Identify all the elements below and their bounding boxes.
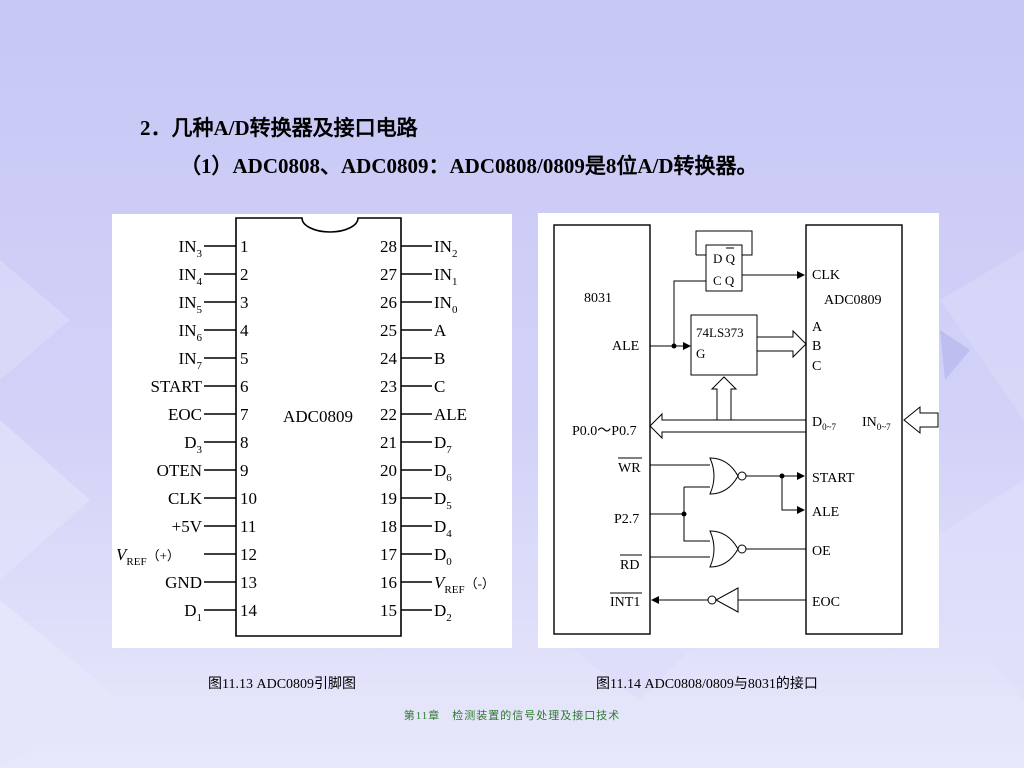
ale-label: ALE <box>612 339 639 354</box>
bus-label: P0.0～P0.7 <box>572 424 637 439</box>
left-pin-name: IN7 <box>179 349 203 372</box>
right-pin-name: C <box>434 377 445 396</box>
a-label: A <box>812 320 823 335</box>
right-pin-number: 28 <box>380 237 397 256</box>
section-heading: 2．几种A/D转换器及接口电路 <box>140 116 418 140</box>
right-pin-name: D2 <box>434 601 452 624</box>
eoc-label: EOC <box>812 595 840 610</box>
right-pin-number: 20 <box>380 461 397 480</box>
left-pin-name: START <box>151 377 203 396</box>
right-pin-name: B <box>434 349 445 368</box>
figure-11-14-caption: 图11.14 ADC0808/0809与8031的接口 <box>596 677 818 692</box>
left-pin-number: 10 <box>240 489 257 508</box>
adc-label: ADC0809 <box>824 293 882 308</box>
d07-label: D0~7 <box>812 415 836 432</box>
right-pin-name: ALE <box>434 405 467 424</box>
left-pin-name: EOC <box>168 405 202 424</box>
right-pin-name: D5 <box>434 489 452 512</box>
left-pin-name: D3 <box>184 433 202 456</box>
latch-label: 74LS373 <box>696 325 744 340</box>
nor-gate-2 <box>709 530 739 568</box>
clk-label: CLK <box>812 268 840 283</box>
latch-74ls373-box <box>690 314 758 376</box>
figure-11-13-caption: 图11.13 ADC0809引脚图 <box>208 677 357 692</box>
left-pin-name: VREF（+） <box>116 545 180 568</box>
left-pin-number: 3 <box>240 293 249 312</box>
right-pin-number: 25 <box>380 321 397 340</box>
right-pin-number: 23 <box>380 377 397 396</box>
left-pin-name: D1 <box>184 601 202 624</box>
flip-flop-box <box>705 244 743 292</box>
left-pin-number: 11 <box>240 517 256 536</box>
left-pin-number: 1 <box>240 237 249 256</box>
inverter <box>714 587 739 613</box>
right-pin-number: 18 <box>380 517 397 536</box>
right-pin-number: 19 <box>380 489 397 508</box>
left-pin-name: GND <box>165 573 202 592</box>
in07-label: IN0~7 <box>862 415 891 432</box>
right-pin-name: D4 <box>434 517 452 540</box>
left-pin-number: 6 <box>240 377 249 396</box>
adc-8031-interface-figure: 8031 ALE P0.0～P0.7 WR P2.7 RD INT1 CLK A… <box>538 213 939 648</box>
right-pin-name: IN0 <box>434 293 458 316</box>
ale2-label: ALE <box>812 505 839 520</box>
wr-label: WR <box>618 461 641 476</box>
left-pin-name: IN5 <box>179 293 203 316</box>
b-label: B <box>812 339 821 354</box>
right-pin-name: D0 <box>434 545 452 568</box>
left-pin-name: OTEN <box>157 461 202 480</box>
left-pin-number: 5 <box>240 349 249 368</box>
right-pin-name: D6 <box>434 461 452 484</box>
mcu-8031-box <box>553 224 651 635</box>
chip-body <box>235 217 402 637</box>
right-pin-number: 15 <box>380 601 397 620</box>
left-pin-number: 4 <box>240 321 249 340</box>
left-pin-number: 9 <box>240 461 249 480</box>
left-pin-number: 8 <box>240 433 249 452</box>
c-label: C <box>812 359 821 374</box>
interface-diagram: 8031 ALE P0.0～P0.7 WR P2.7 RD INT1 CLK A… <box>553 224 939 635</box>
start-label: START <box>812 471 855 486</box>
right-pin-name: IN2 <box>434 237 457 260</box>
left-pin-name: IN3 <box>179 237 203 260</box>
chapter-footer: 第11章 检测装置的信号处理及接口技术 <box>403 710 621 722</box>
right-pin-number: 27 <box>380 265 398 284</box>
left-pin-name: +5V <box>172 517 203 536</box>
right-pin-number: 22 <box>380 405 397 424</box>
latch-g-label: G <box>696 346 705 361</box>
int1-label: INT1 <box>610 595 640 610</box>
right-pin-name: VREF（-） <box>434 573 495 596</box>
ff-dq-label: D Q <box>713 251 736 266</box>
right-pin-number: 16 <box>380 573 397 592</box>
ff-cq-label: C Q <box>713 273 735 288</box>
left-pin-number: 12 <box>240 545 257 564</box>
pinout-diagram: ADC0809 1IN32IN43IN54IN65IN76START7EOC8D… <box>116 217 495 637</box>
right-pin-number: 17 <box>380 545 398 564</box>
right-pin-name: IN1 <box>434 265 457 288</box>
mcu-label: 8031 <box>584 291 612 306</box>
left-pin-number: 2 <box>240 265 249 284</box>
left-pin-name: IN4 <box>179 265 203 288</box>
right-pin-number: 26 <box>380 293 397 312</box>
section-subheading: （1）ADC0808、ADC0809：ADC0808/0809是8位A/D转换器… <box>180 154 758 178</box>
right-pin-name: A <box>434 321 447 340</box>
p27-label: P2.7 <box>614 512 639 527</box>
nor-gate-1 <box>709 457 739 495</box>
left-pin-number: 13 <box>240 573 257 592</box>
left-pin-number: 14 <box>240 601 258 620</box>
left-pin-number: 7 <box>240 405 249 424</box>
chip-label: ADC0809 <box>283 407 353 426</box>
right-pin-number: 21 <box>380 433 397 452</box>
left-pin-name: CLK <box>168 489 203 508</box>
oe-label: OE <box>812 544 831 559</box>
rd-label: RD <box>620 558 639 573</box>
right-pin-number: 24 <box>380 349 398 368</box>
right-pin-name: D7 <box>434 433 452 456</box>
left-pin-name: IN6 <box>179 321 203 344</box>
